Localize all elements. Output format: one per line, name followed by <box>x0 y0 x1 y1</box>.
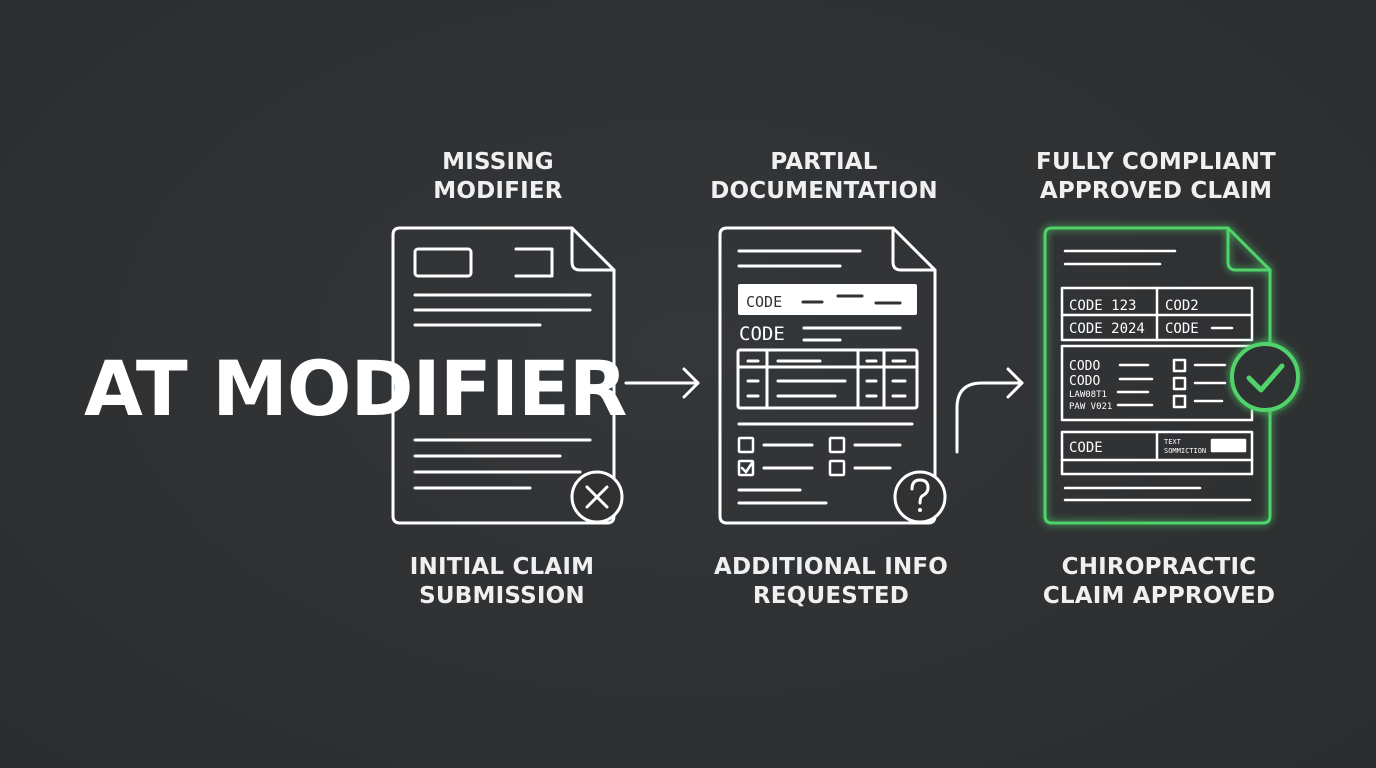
doc3-code-bottom: CODE <box>1069 440 1103 456</box>
doc3-text-tiny: TEXT <box>1164 438 1182 446</box>
approved-doc-contents <box>1060 249 1254 502</box>
stage2-bottom-label-line2: REQUESTED <box>752 583 910 609</box>
doc3-code-123: CODE 123 <box>1069 298 1136 314</box>
arrow-right-icon <box>624 367 700 399</box>
stage1-top-label-line1: MISSING <box>442 149 554 175</box>
stage3-top-label: FULLY COMPLIANT APPROVED CLAIM <box>1036 148 1276 206</box>
doc3-code-b: CODO <box>1069 374 1100 389</box>
stage3-bottom-label: CHIROPRACTIC CLAIM APPROVED <box>1043 553 1275 611</box>
stage3-bottom-label-line1: CHIROPRACTIC <box>1061 554 1257 580</box>
stage3-top-label-line1: FULLY COMPLIANT <box>1036 149 1276 175</box>
stage3-bottom-label-line2: CLAIM APPROVED <box>1042 583 1276 609</box>
stage3-top-label-line2: APPROVED CLAIM <box>1039 178 1273 204</box>
stage1-bottom-label: INITIAL CLAIM SUBMISSION <box>410 553 594 611</box>
stage2-bottom-label: ADDITIONAL INFO REQUESTED <box>714 553 948 611</box>
stage2-top-label-line2: DOCUMENTATION <box>710 178 938 204</box>
doc2-code-highlight: CODE <box>746 293 782 311</box>
doc2-code-line: CODE <box>739 323 785 345</box>
doc3-code-2024: CODE 2024 <box>1069 321 1145 337</box>
arrow-curve-right-icon <box>955 367 1024 454</box>
initial-claim-document <box>391 226 616 525</box>
stage2-bottom-label-line1: ADDITIONAL INFO <box>713 554 949 580</box>
stage1-bottom-label-line2: SUBMISSION <box>419 583 585 609</box>
stage1-top-label: MISSING MODIFIER <box>433 148 562 206</box>
stage1-bottom-label-line1: INITIAL CLAIM <box>409 554 595 580</box>
question-circle-icon <box>893 470 947 524</box>
doc3-small-b: PAW V021 <box>1069 402 1112 412</box>
doc3-text-tiny2: SOMMICTION <box>1164 447 1206 455</box>
doc3-code-2: COD2 <box>1165 298 1199 314</box>
doc3-small-a: LAW08T1 <box>1069 390 1107 400</box>
doc3-code-a: CODO <box>1069 359 1100 374</box>
stage2-top-label: PARTIAL DOCUMENTATION <box>710 148 938 206</box>
approved-claim-document <box>1043 226 1272 525</box>
check-circle-icon <box>1230 342 1300 412</box>
main-title: AT MODIFIER <box>84 344 627 433</box>
doc3-code-r: CODE <box>1165 321 1199 337</box>
stage2-top-label-line1: PARTIAL <box>770 149 878 175</box>
x-circle-icon <box>570 470 624 524</box>
partial-documentation-document <box>718 226 937 525</box>
stage1-top-label-line2: MODIFIER <box>433 178 563 204</box>
